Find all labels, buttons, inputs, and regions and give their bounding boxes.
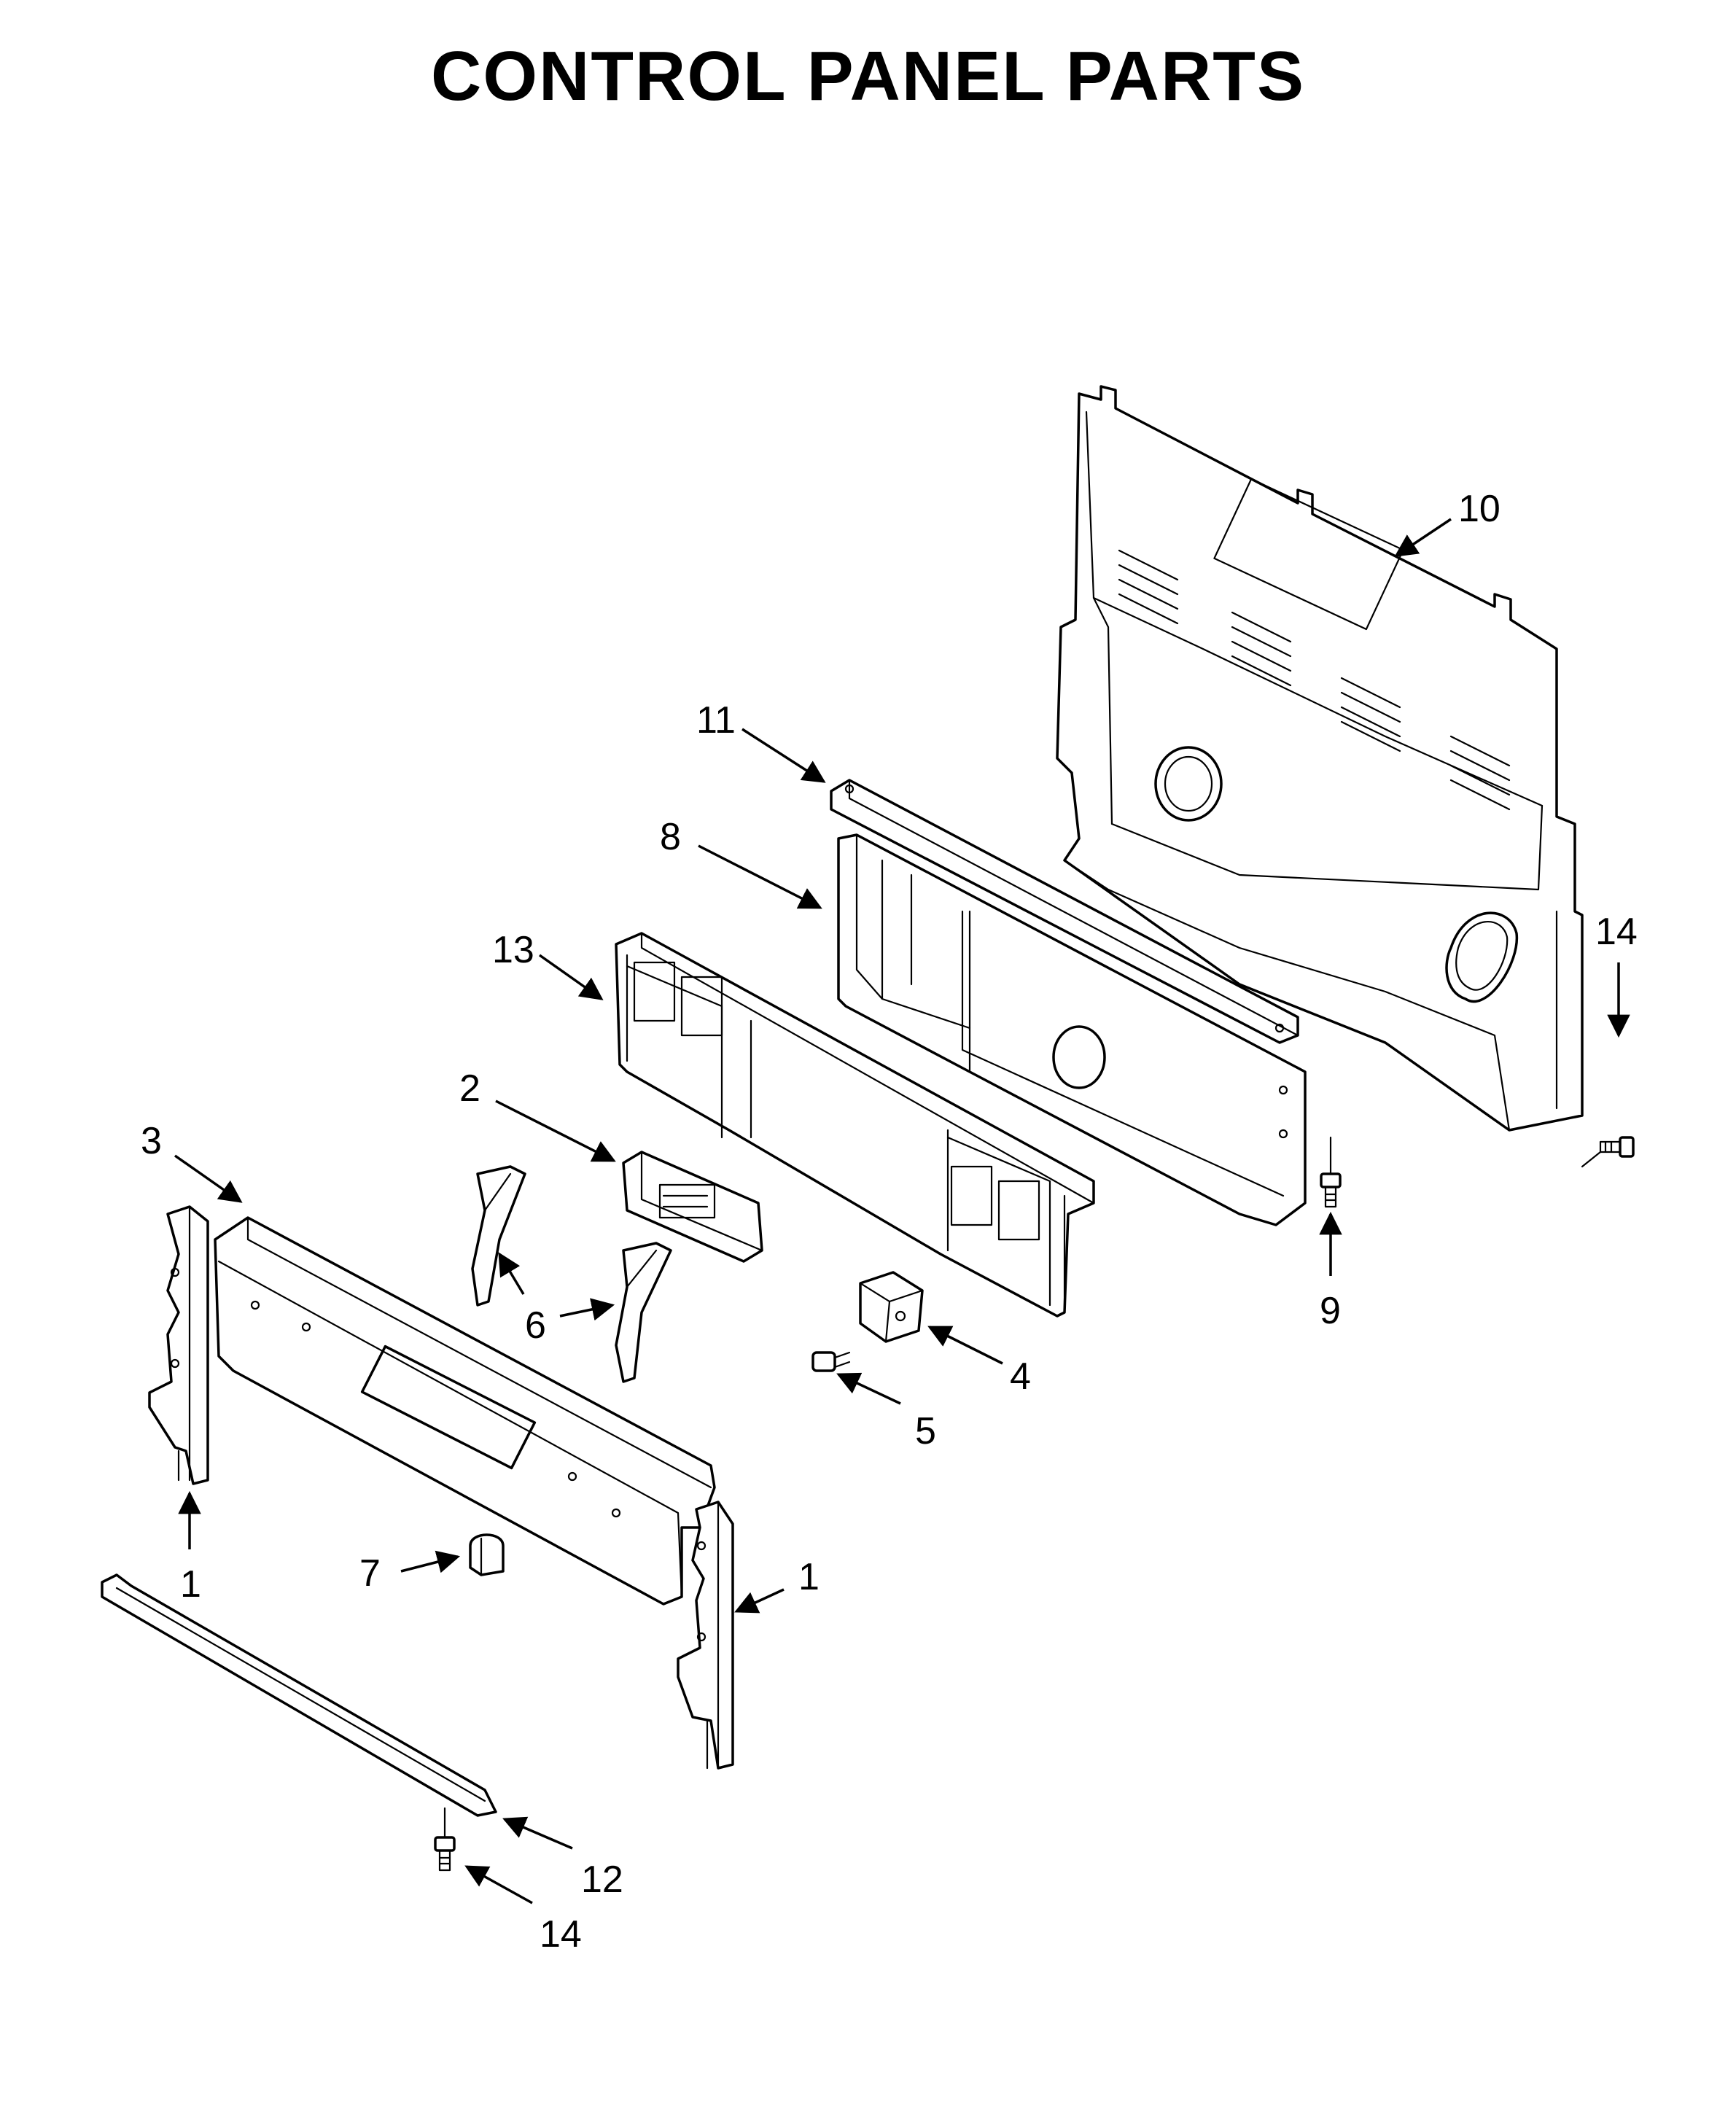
callout-5: 5: [915, 1410, 936, 1452]
end-cap-part-1-left: [148, 1205, 209, 1485]
control-panel-part-3: [214, 1216, 716, 1606]
callout-6: 6: [525, 1304, 546, 1347]
channel-part-8: [837, 833, 1307, 1226]
page-title: CONTROL PANEL PARTS: [431, 37, 1305, 115]
clip-part-6-b: [615, 1242, 672, 1383]
knob-part-7: [469, 1533, 505, 1576]
screw-part-14-right: [1581, 1136, 1635, 1168]
trim-strip-part-12: [101, 1573, 497, 1817]
housing-part-13: [615, 932, 1095, 1318]
callout-12: 12: [581, 1859, 623, 1901]
end-cap-part-1-right: [677, 1501, 734, 1770]
callout-7: 7: [359, 1552, 381, 1595]
callout-13: 13: [492, 929, 534, 971]
callout-labels: 10 11 8 13 14 2 3 6 9 4 5 1 7 1 12 14: [141, 488, 1638, 1956]
clip-part-6-a: [471, 1165, 526, 1307]
callout-14-bottom: 14: [540, 1913, 582, 1956]
callout-2: 2: [459, 1067, 480, 1110]
callout-9: 9: [1320, 1290, 1341, 1332]
callout-14-right: 14: [1595, 911, 1638, 953]
callout-8: 8: [660, 816, 681, 858]
knob-stem-part-5: [811, 1351, 851, 1372]
callout-11: 11: [696, 699, 736, 742]
rear-panel-part-10: [1056, 385, 1584, 1132]
callout-1-right: 1: [798, 1556, 820, 1598]
screw-part-9: [1320, 1136, 1342, 1208]
switch-part-4: [859, 1271, 924, 1343]
control-board-part-2: [622, 1151, 763, 1263]
callout-3: 3: [141, 1120, 162, 1162]
screw-part-14-bottom: [434, 1807, 456, 1872]
callout-1-left: 1: [180, 1563, 201, 1606]
callout-4: 4: [1010, 1355, 1031, 1398]
callout-10: 10: [1458, 488, 1500, 530]
bracket-part-11: [830, 779, 1299, 1044]
leader-arrows: [174, 518, 1630, 1904]
